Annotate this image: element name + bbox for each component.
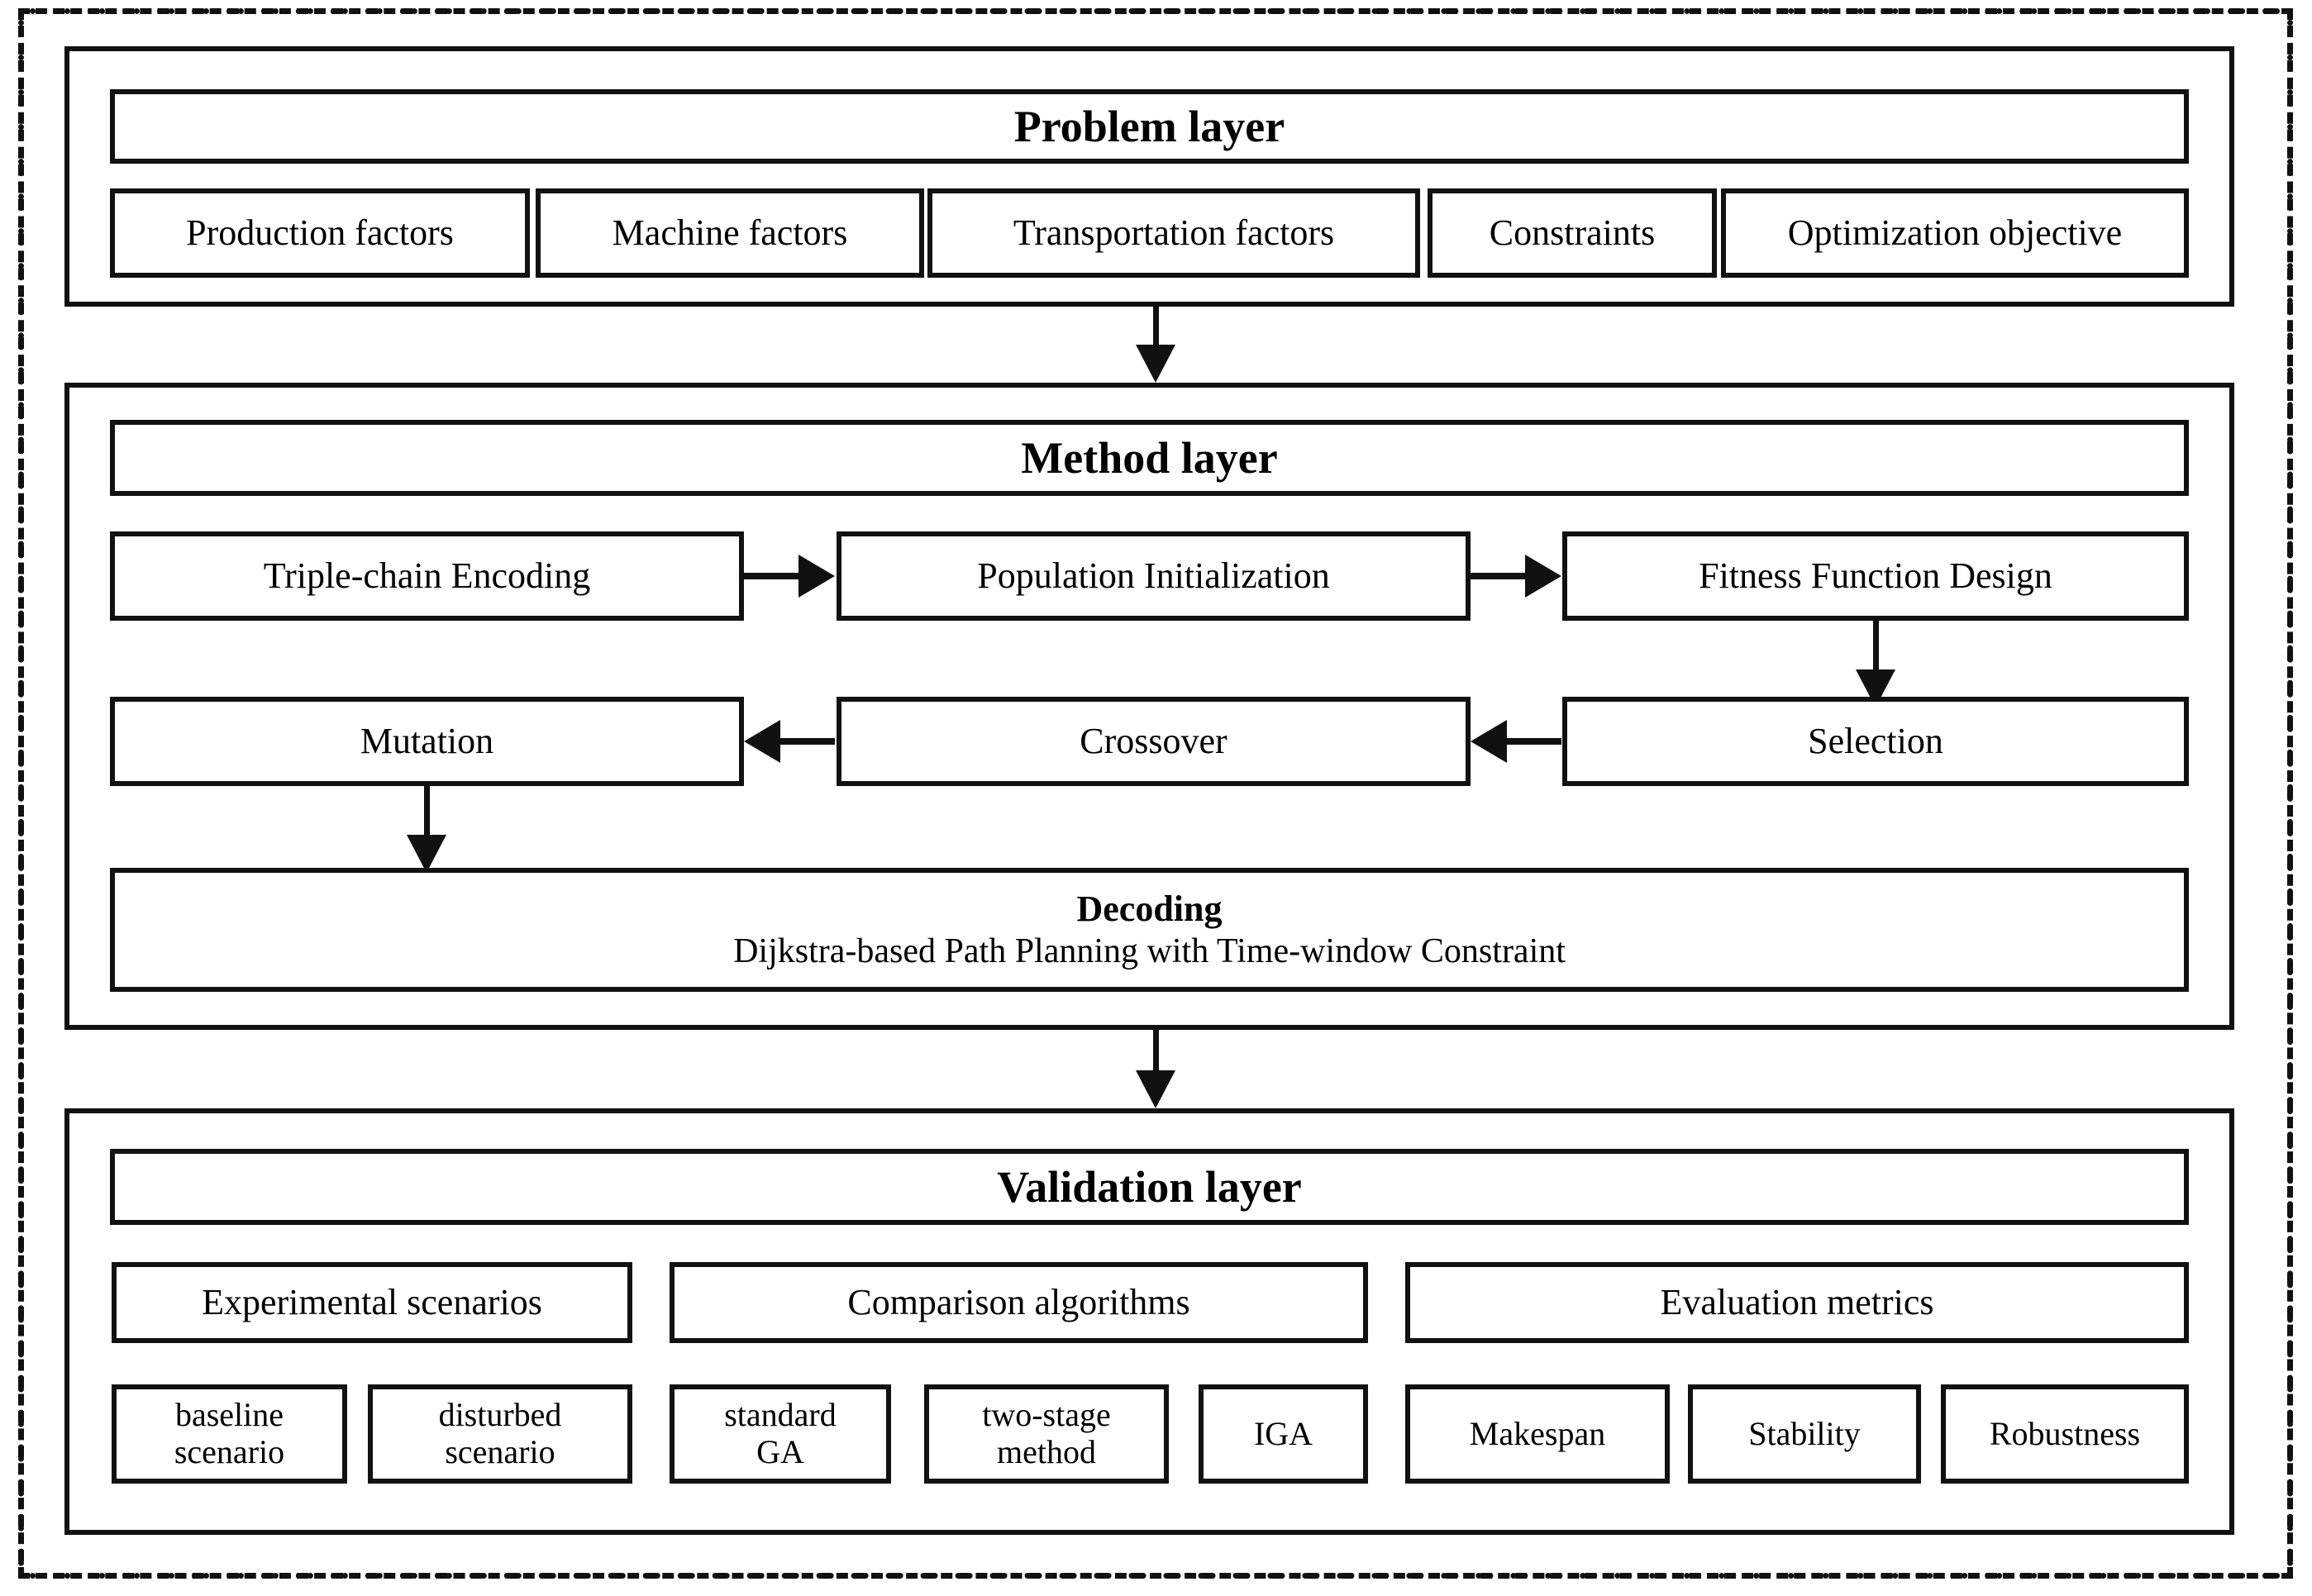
method-step-mutation[interactable]: Mutation (110, 697, 744, 786)
arrow-problem-to-method (1134, 307, 1177, 383)
problem-item-optimization-objective[interactable]: Optimization objective (1721, 188, 2189, 278)
problem-item-production-factors[interactable]: Production factors (110, 188, 530, 278)
arrow-encoding-to-initialization (744, 531, 835, 621)
validation-group-evaluation-metrics[interactable]: Evaluation metrics (1405, 1262, 2189, 1343)
validation-item-robustness[interactable]: Robustness (1941, 1384, 2189, 1484)
validation-item-baseline-scenario[interactable]: baseline scenario (112, 1384, 347, 1484)
problem-layer-title: Problem layer (110, 89, 2189, 164)
method-layer-title: Method layer (110, 420, 2189, 496)
arrow-method-to-validation (1134, 1030, 1177, 1108)
method-step-fitness-function-design[interactable]: Fitness Function Design (1562, 531, 2189, 621)
arrow-crossover-to-mutation (744, 697, 835, 786)
arrow-mutation-to-decoding (405, 786, 448, 873)
method-decoding-box[interactable]: Decoding Dijkstra-based Path Planning wi… (110, 868, 2189, 992)
validation-group-comparison-algorithms[interactable]: Comparison algorithms (670, 1262, 1368, 1343)
arrow-initialization-to-fitness (1471, 531, 1561, 621)
problem-item-machine-factors[interactable]: Machine factors (536, 188, 924, 278)
validation-item-standard-ga[interactable]: standard GA (670, 1384, 891, 1484)
problem-item-constraints[interactable]: Constraints (1428, 188, 1717, 278)
validation-item-iga[interactable]: IGA (1199, 1384, 1368, 1484)
validation-item-stability[interactable]: Stability (1688, 1384, 1921, 1484)
method-step-triple-chain-encoding[interactable]: Triple-chain Encoding (110, 531, 744, 621)
method-step-selection[interactable]: Selection (1562, 697, 2189, 786)
method-step-crossover[interactable]: Crossover (837, 697, 1471, 786)
validation-item-two-stage-method[interactable]: two-stage method (924, 1384, 1169, 1484)
validation-item-makespan[interactable]: Makespan (1405, 1384, 1670, 1484)
validation-group-experimental-scenarios[interactable]: Experimental scenarios (112, 1262, 632, 1343)
decoding-title: Decoding (1076, 888, 1223, 929)
validation-item-disturbed-scenario[interactable]: disturbed scenario (368, 1384, 632, 1484)
validation-layer-title: Validation layer (110, 1149, 2189, 1225)
problem-item-transportation-factors[interactable]: Transportation factors (927, 188, 1420, 278)
method-step-population-initialization[interactable]: Population Initialization (837, 531, 1471, 621)
decoding-subtitle: Dijkstra-based Path Planning with Time-w… (733, 932, 1566, 971)
arrow-fitness-to-selection (1854, 621, 1897, 707)
arrow-selection-to-crossover (1471, 697, 1561, 786)
